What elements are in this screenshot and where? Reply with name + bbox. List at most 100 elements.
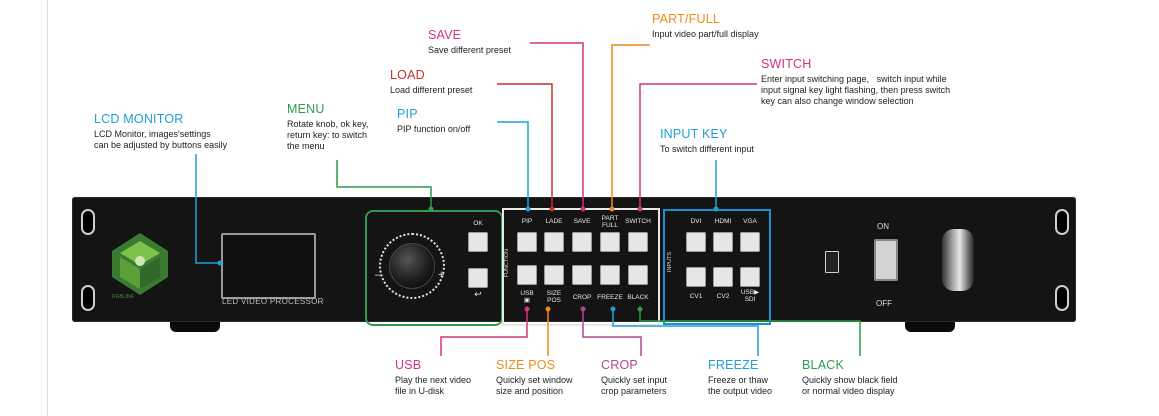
callout-save: SAVE Save different preset bbox=[428, 28, 511, 56]
leader-size-pos-dot bbox=[545, 306, 551, 312]
rotary-knob[interactable] bbox=[389, 243, 435, 289]
callout-pip-desc: PIP function on/off bbox=[397, 124, 471, 134]
leader-freeze bbox=[612, 309, 759, 356]
usb-key-label: USB ▣ bbox=[520, 290, 534, 304]
callout-pip-title: PIP bbox=[397, 107, 418, 121]
leader-save bbox=[530, 42, 584, 209]
return-key-icon: ↩ bbox=[474, 289, 482, 299]
usb-key[interactable] bbox=[517, 265, 537, 285]
leader-menu-dot bbox=[428, 206, 434, 212]
leader-switch bbox=[639, 83, 757, 209]
size-pos-key[interactable] bbox=[544, 265, 564, 285]
callout-input-key-desc: To switch different input bbox=[660, 144, 754, 154]
callout-crop-title: CROP bbox=[601, 358, 638, 372]
knob-minus-icon: – bbox=[375, 269, 382, 281]
callout-black-title: BLACK bbox=[802, 358, 844, 372]
leader-load-dot bbox=[549, 206, 555, 212]
cv1-key-label: CV1 bbox=[689, 293, 703, 300]
knob-plus-icon: + bbox=[438, 269, 445, 281]
leader-usb-dot bbox=[524, 306, 530, 312]
cv2-key[interactable] bbox=[713, 267, 733, 287]
callout-crop-desc: Quickly set input crop parameters bbox=[601, 375, 668, 396]
crop-key[interactable] bbox=[572, 265, 592, 285]
ok-key-label: OK bbox=[473, 220, 483, 227]
part-full-key[interactable] bbox=[600, 232, 620, 252]
callout-part-full: PART/FULL Input video part/full display bbox=[652, 12, 759, 40]
switch-key-label: SWITCH bbox=[625, 218, 651, 225]
rack-ear-hole-bottom-left bbox=[81, 285, 95, 311]
freeze-key[interactable] bbox=[600, 265, 620, 285]
knob-scale-ring bbox=[379, 233, 445, 299]
black-key[interactable] bbox=[628, 265, 648, 285]
brand-logo-text: RGBLINK bbox=[112, 294, 134, 300]
freeze-key-label: FREEZE bbox=[597, 294, 623, 301]
leader-black bbox=[639, 309, 861, 356]
dvi-key-label: DVI bbox=[690, 218, 702, 225]
dvi-key[interactable] bbox=[686, 232, 706, 252]
callout-black-desc: Quickly show black field or normal video… bbox=[802, 375, 898, 396]
callout-freeze-desc: Freeze or thaw the output video bbox=[708, 375, 773, 396]
callout-switch-title: SWITCH bbox=[761, 57, 812, 71]
load-key[interactable] bbox=[544, 232, 564, 252]
power-switch[interactable] bbox=[874, 239, 898, 281]
callout-lcd-monitor-title: LCD MONITOR bbox=[94, 112, 184, 126]
cv1-key[interactable] bbox=[686, 267, 706, 287]
leader-pip-dot bbox=[525, 206, 531, 212]
cv2-key-label: CV2 bbox=[716, 293, 730, 300]
page-left-rule bbox=[47, 0, 48, 416]
callout-menu: MENU Rotate knob, ok key, return key: to… bbox=[287, 102, 368, 152]
leader-menu bbox=[336, 160, 432, 209]
leader-black-dot bbox=[637, 306, 643, 312]
rack-ear-hole-top-left bbox=[81, 209, 95, 235]
save-key-label: SAVE bbox=[573, 218, 591, 225]
hdmi-key-label: HDMI bbox=[714, 218, 732, 225]
callout-size-pos-title: SIZE POS bbox=[496, 358, 556, 372]
black-key-label: BLACK bbox=[627, 294, 649, 301]
part-full-key-label: PART FULL bbox=[601, 215, 619, 229]
switch-key[interactable] bbox=[628, 232, 648, 252]
power-on-label: ON bbox=[877, 222, 889, 231]
lcd-label: LED VIDEO PROCESSOR bbox=[222, 297, 324, 306]
ok-key[interactable] bbox=[468, 232, 488, 252]
leader-freeze-dot bbox=[610, 306, 616, 312]
callout-switch: SWITCH Enter input switching page, switc… bbox=[761, 57, 950, 107]
vga-key-label: VGA bbox=[743, 218, 757, 225]
callout-save-desc: Save different preset bbox=[428, 45, 511, 55]
callout-black: BLACK Quickly show black field or normal… bbox=[802, 358, 898, 397]
led-video-processor-device: RGBLINK LED VIDEO PROCESSOR – + OK ↩ FUN… bbox=[72, 197, 1076, 326]
pip-key[interactable] bbox=[517, 232, 537, 252]
leader-part-full bbox=[611, 44, 650, 209]
callout-input-key-title: INPUT KEY bbox=[660, 127, 728, 141]
hdmi-key[interactable] bbox=[713, 232, 733, 252]
callout-menu-title: MENU bbox=[287, 102, 325, 116]
callout-part-full-desc: Input video part/full display bbox=[652, 29, 759, 39]
return-key[interactable] bbox=[468, 268, 488, 288]
pip-key-label: PIP bbox=[521, 218, 533, 225]
leader-input-key-dot bbox=[713, 206, 719, 212]
rack-ear-hole-bottom-right bbox=[1055, 285, 1069, 311]
usb-sdi-key[interactable] bbox=[740, 267, 760, 287]
brand-logo-icon bbox=[112, 233, 168, 295]
callout-freeze: FREEZE Freeze or thaw the output video bbox=[708, 358, 772, 397]
save-key[interactable] bbox=[572, 232, 592, 252]
leader-pip bbox=[497, 121, 529, 209]
device-foot-left bbox=[170, 322, 220, 332]
callout-load: LOAD Load different preset bbox=[390, 68, 472, 96]
callout-menu-desc: Rotate knob, ok key, return key: to swit… bbox=[287, 119, 369, 151]
callout-lcd-monitor-desc: LCD Monitor, images'settings can be adju… bbox=[94, 129, 228, 150]
power-off-label: OFF bbox=[876, 299, 892, 308]
crop-key-label: CROP bbox=[572, 294, 592, 301]
lcd-screen bbox=[221, 233, 316, 299]
usb-port bbox=[825, 251, 839, 273]
leader-save-dot bbox=[580, 206, 586, 212]
callout-switch-desc: Enter input switching page, switch input… bbox=[761, 74, 951, 106]
rack-handle bbox=[942, 229, 974, 291]
device-foot-right bbox=[905, 322, 955, 332]
callout-freeze-title: FREEZE bbox=[708, 358, 759, 372]
vga-key[interactable] bbox=[740, 232, 760, 252]
callout-lcd-monitor: LCD MONITOR LCD Monitor, images'settings… bbox=[94, 112, 227, 151]
callout-save-title: SAVE bbox=[428, 28, 462, 42]
callout-load-title: LOAD bbox=[390, 68, 425, 82]
callout-pip: PIP PIP function on/off bbox=[397, 107, 470, 135]
